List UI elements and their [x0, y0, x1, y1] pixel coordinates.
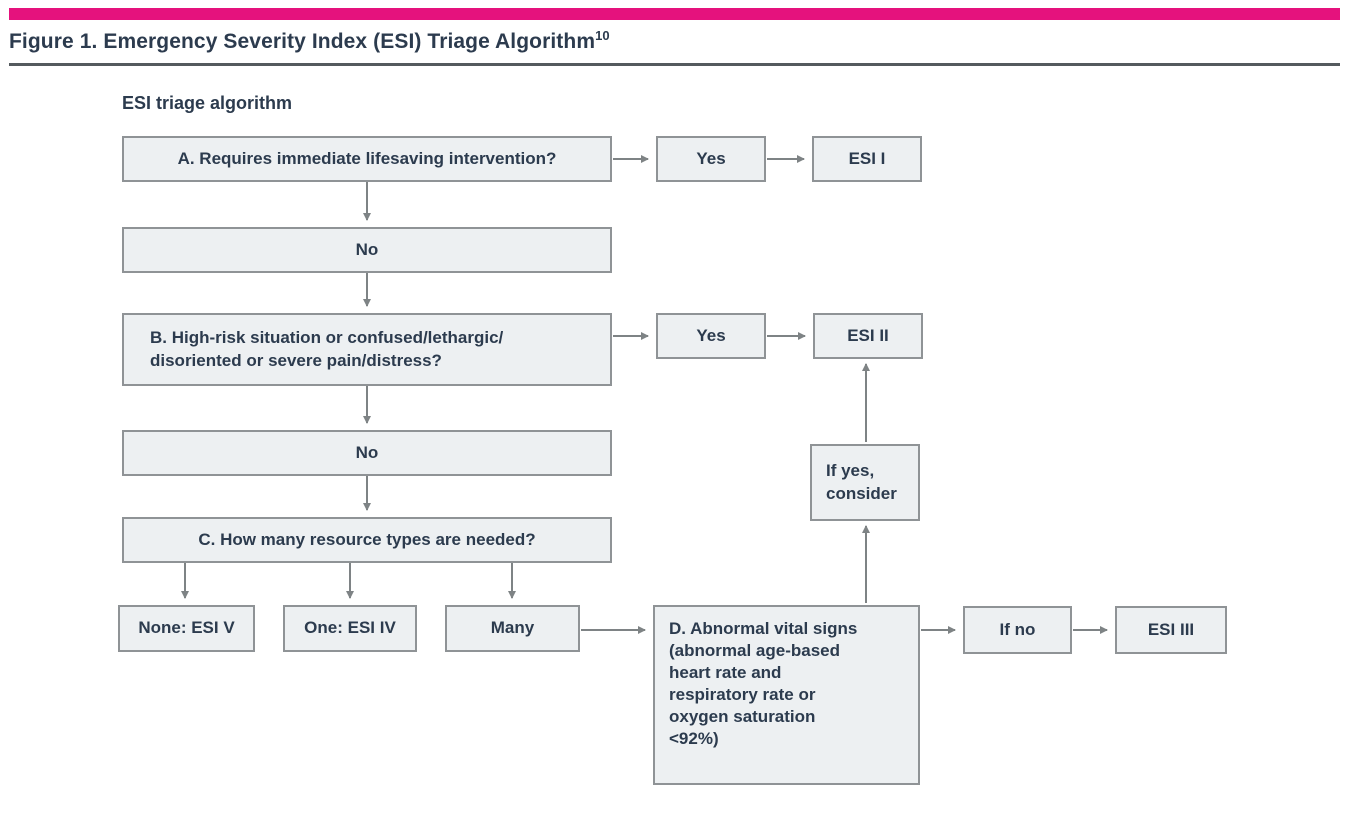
node-yes-a: Yes	[656, 136, 766, 182]
node-no-a: No	[122, 227, 612, 273]
node-one-esi-4: One: ESI IV	[283, 605, 417, 652]
title-rule	[9, 63, 1340, 66]
figure-title: Figure 1. Emergency Severity Index (ESI)…	[9, 28, 1340, 54]
node-question-d: D. Abnormal vital signs (abnormal age-ba…	[653, 605, 920, 785]
node-many: Many	[445, 605, 580, 652]
node-if-no: If no	[963, 606, 1072, 654]
node-none-esi-5: None: ESI V	[118, 605, 255, 652]
node-question-b: B. High-risk situation or confused/letha…	[122, 313, 612, 386]
node-esi-3: ESI III	[1115, 606, 1227, 654]
node-question-a: A. Requires immediate lifesaving interve…	[122, 136, 612, 182]
node-yes-b: Yes	[656, 313, 766, 359]
node-esi-2: ESI II	[813, 313, 923, 359]
node-if-yes-consider: If yes, consider	[810, 444, 920, 521]
diagram-label: ESI triage algorithm	[122, 93, 293, 113]
node-esi-1: ESI I	[812, 136, 922, 182]
accent-bar	[9, 8, 1340, 20]
figure-title-superscript: 10	[595, 28, 610, 43]
node-question-c: C. How many resource types are needed?	[122, 517, 612, 563]
figure-title-text: Figure 1. Emergency Severity Index (ESI)…	[9, 30, 596, 53]
node-no-b: No	[122, 430, 612, 476]
